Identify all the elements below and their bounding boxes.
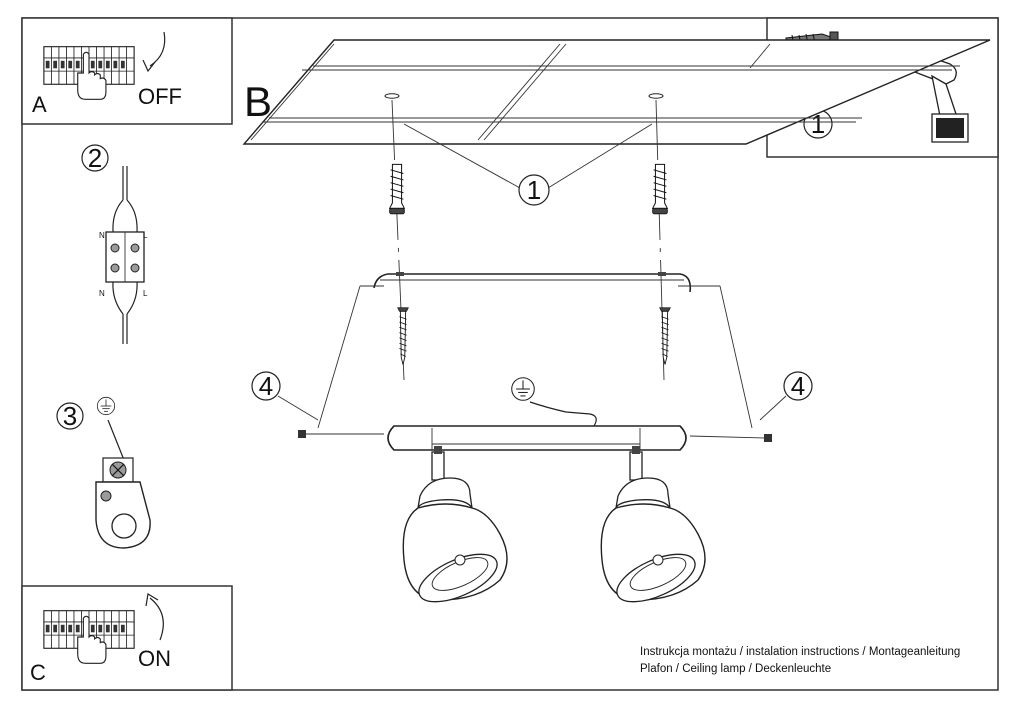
panel-a-letter: A (32, 92, 47, 117)
step-2-wiring: 2 N L N L (81, 143, 148, 344)
panel-c-power-on: C ON (21, 585, 233, 691)
callout-4-right: 4 (759, 371, 813, 421)
svg-text:4: 4 (259, 371, 273, 401)
wall-anchor-icon (389, 163, 405, 215)
spot-lamp-right (600, 446, 706, 603)
wall-anchor-icon (652, 163, 668, 215)
ground-symbol-main (511, 377, 597, 427)
mounting-screw-icon (659, 307, 671, 365)
ground-symbol-icon (96, 396, 116, 416)
footer-line-2: Plafon / Ceiling lamp / Deckenleuchte (640, 663, 831, 675)
mounting-bracket (373, 272, 692, 293)
svg-text:4: 4 (791, 371, 805, 401)
panel-c-letter: C (30, 660, 46, 685)
panel-c-action: ON (138, 646, 171, 671)
terminal-live-label: L (143, 231, 148, 240)
spot-lamp-left (402, 446, 508, 603)
step-3-ground: 3 (56, 396, 151, 549)
panel-a-action: OFF (138, 84, 182, 109)
mounting-screw-icon (397, 307, 409, 365)
terminal-live-label: L (143, 289, 148, 298)
side-screw-left (298, 430, 384, 438)
footer-line-1: Instrukcja montażu / instalation instruc… (640, 646, 960, 658)
projection-lines (317, 285, 753, 429)
ceiling-plane: B (242, 39, 991, 145)
svg-text:1: 1 (811, 109, 825, 139)
panel-a-power-off: A OFF (21, 17, 233, 125)
sheet-border (21, 17, 999, 691)
arrow-up-icon (149, 597, 164, 641)
ground-symbol-icon (511, 377, 535, 401)
terminal-neutral-label: N (99, 231, 105, 240)
lamp-base-bar (387, 425, 687, 451)
step-3-number: 3 (63, 401, 77, 431)
step-2-number: 2 (88, 143, 102, 173)
svg-text:1: 1 (527, 175, 541, 205)
terminal-neutral-label: N (99, 289, 105, 298)
callout-1-anchors: 1 (403, 123, 653, 206)
callout-4-left: 4 (251, 371, 319, 421)
side-screw-right (689, 434, 772, 442)
drill-axis-lines (391, 99, 665, 381)
